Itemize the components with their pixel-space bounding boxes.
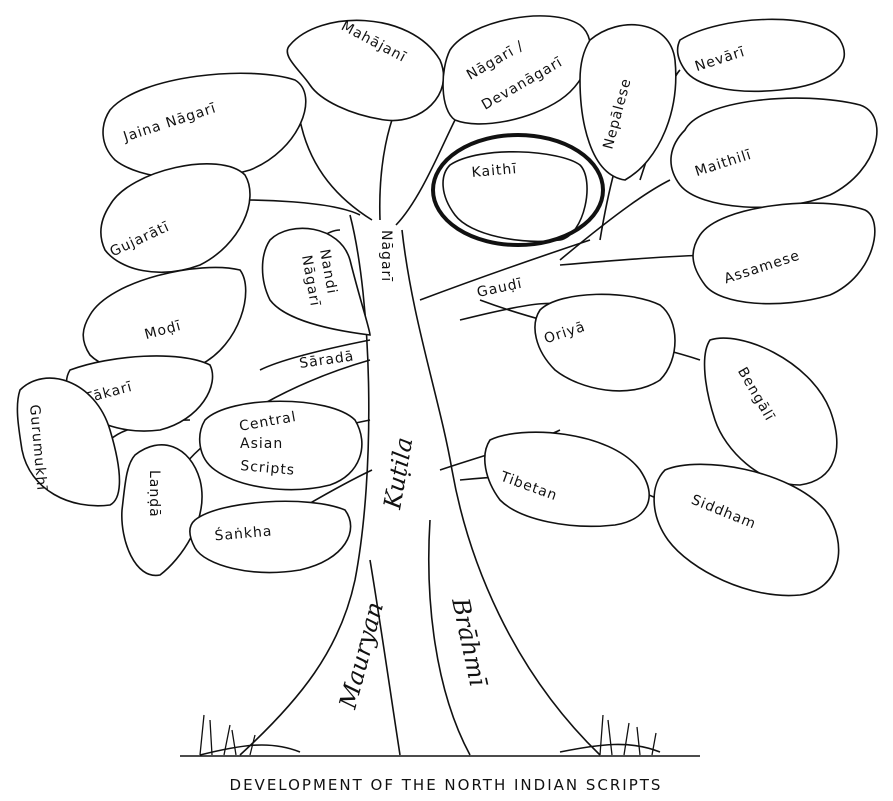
grass-right [599, 714, 657, 756]
grass-left [199, 714, 256, 756]
leaf-gurumukhi: Gurumukhī [16, 377, 121, 507]
tree-trunk [180, 214, 700, 757]
diagram-caption: DEVELOPMENT OF THE NORTH INDIAN SCRIPTS [230, 776, 663, 794]
leaf-modi: Moḍī [82, 266, 247, 375]
kaithi-highlight-circle [431, 133, 605, 247]
leaf-jaina-nagari: Jaina Nāgarī [102, 72, 307, 180]
leaf-bengali: Bengālī [703, 337, 838, 486]
branch-label-nagari: Nāgarī [378, 230, 394, 282]
branch-label-sarada: Śāradā [298, 346, 355, 372]
label-central-asian-3: Scripts [240, 458, 296, 479]
trunk-label-mauryan: Mauryan [333, 599, 389, 713]
leaf-nevari: Nevārī [676, 18, 846, 93]
label-kaithi: Kaithī [471, 161, 518, 181]
leaf-tibetan: Tibetan [484, 431, 650, 528]
label-gurumukhi: Gurumukhī [26, 404, 49, 492]
label-central-asian-2: Asian [240, 436, 283, 452]
label-sankha: Śaṅkha [214, 521, 273, 544]
trunk-label-kutila: Kuṭila [378, 435, 418, 512]
leaf-landa: Laṇḍā [121, 444, 203, 577]
leaf-gujarati: Gujarātī [100, 163, 251, 273]
leaf-mahajani: Mahājanī [286, 18, 445, 122]
leaf-nagari-devanagari: Nāgarī / Devanāgarī [442, 15, 592, 125]
label-nandi-nagari-1: Nandi [316, 248, 340, 296]
label-landa: Laṇḍā [146, 470, 162, 518]
trunk-label-brahmi: Brāhmī [446, 594, 492, 689]
leaf-central-asian-scripts: Central Asian Scripts [198, 400, 363, 491]
leaf-maithili: Maithilī [670, 97, 878, 209]
leaf-nepalese: Nepālese [579, 23, 677, 181]
leaf-kaithi: Kaithī [442, 151, 588, 243]
leaf-sankha: Śaṅkha [188, 500, 352, 574]
leaf-oriya: Oriyā [534, 293, 676, 392]
leaf-siddham: Siddham [653, 463, 840, 597]
leaf-assamese: Assamese [692, 202, 876, 305]
branch-label-gaudi: Gauḍī [476, 276, 524, 301]
leaf-nandi-nagari: Nandi Nāgarī [261, 227, 371, 336]
